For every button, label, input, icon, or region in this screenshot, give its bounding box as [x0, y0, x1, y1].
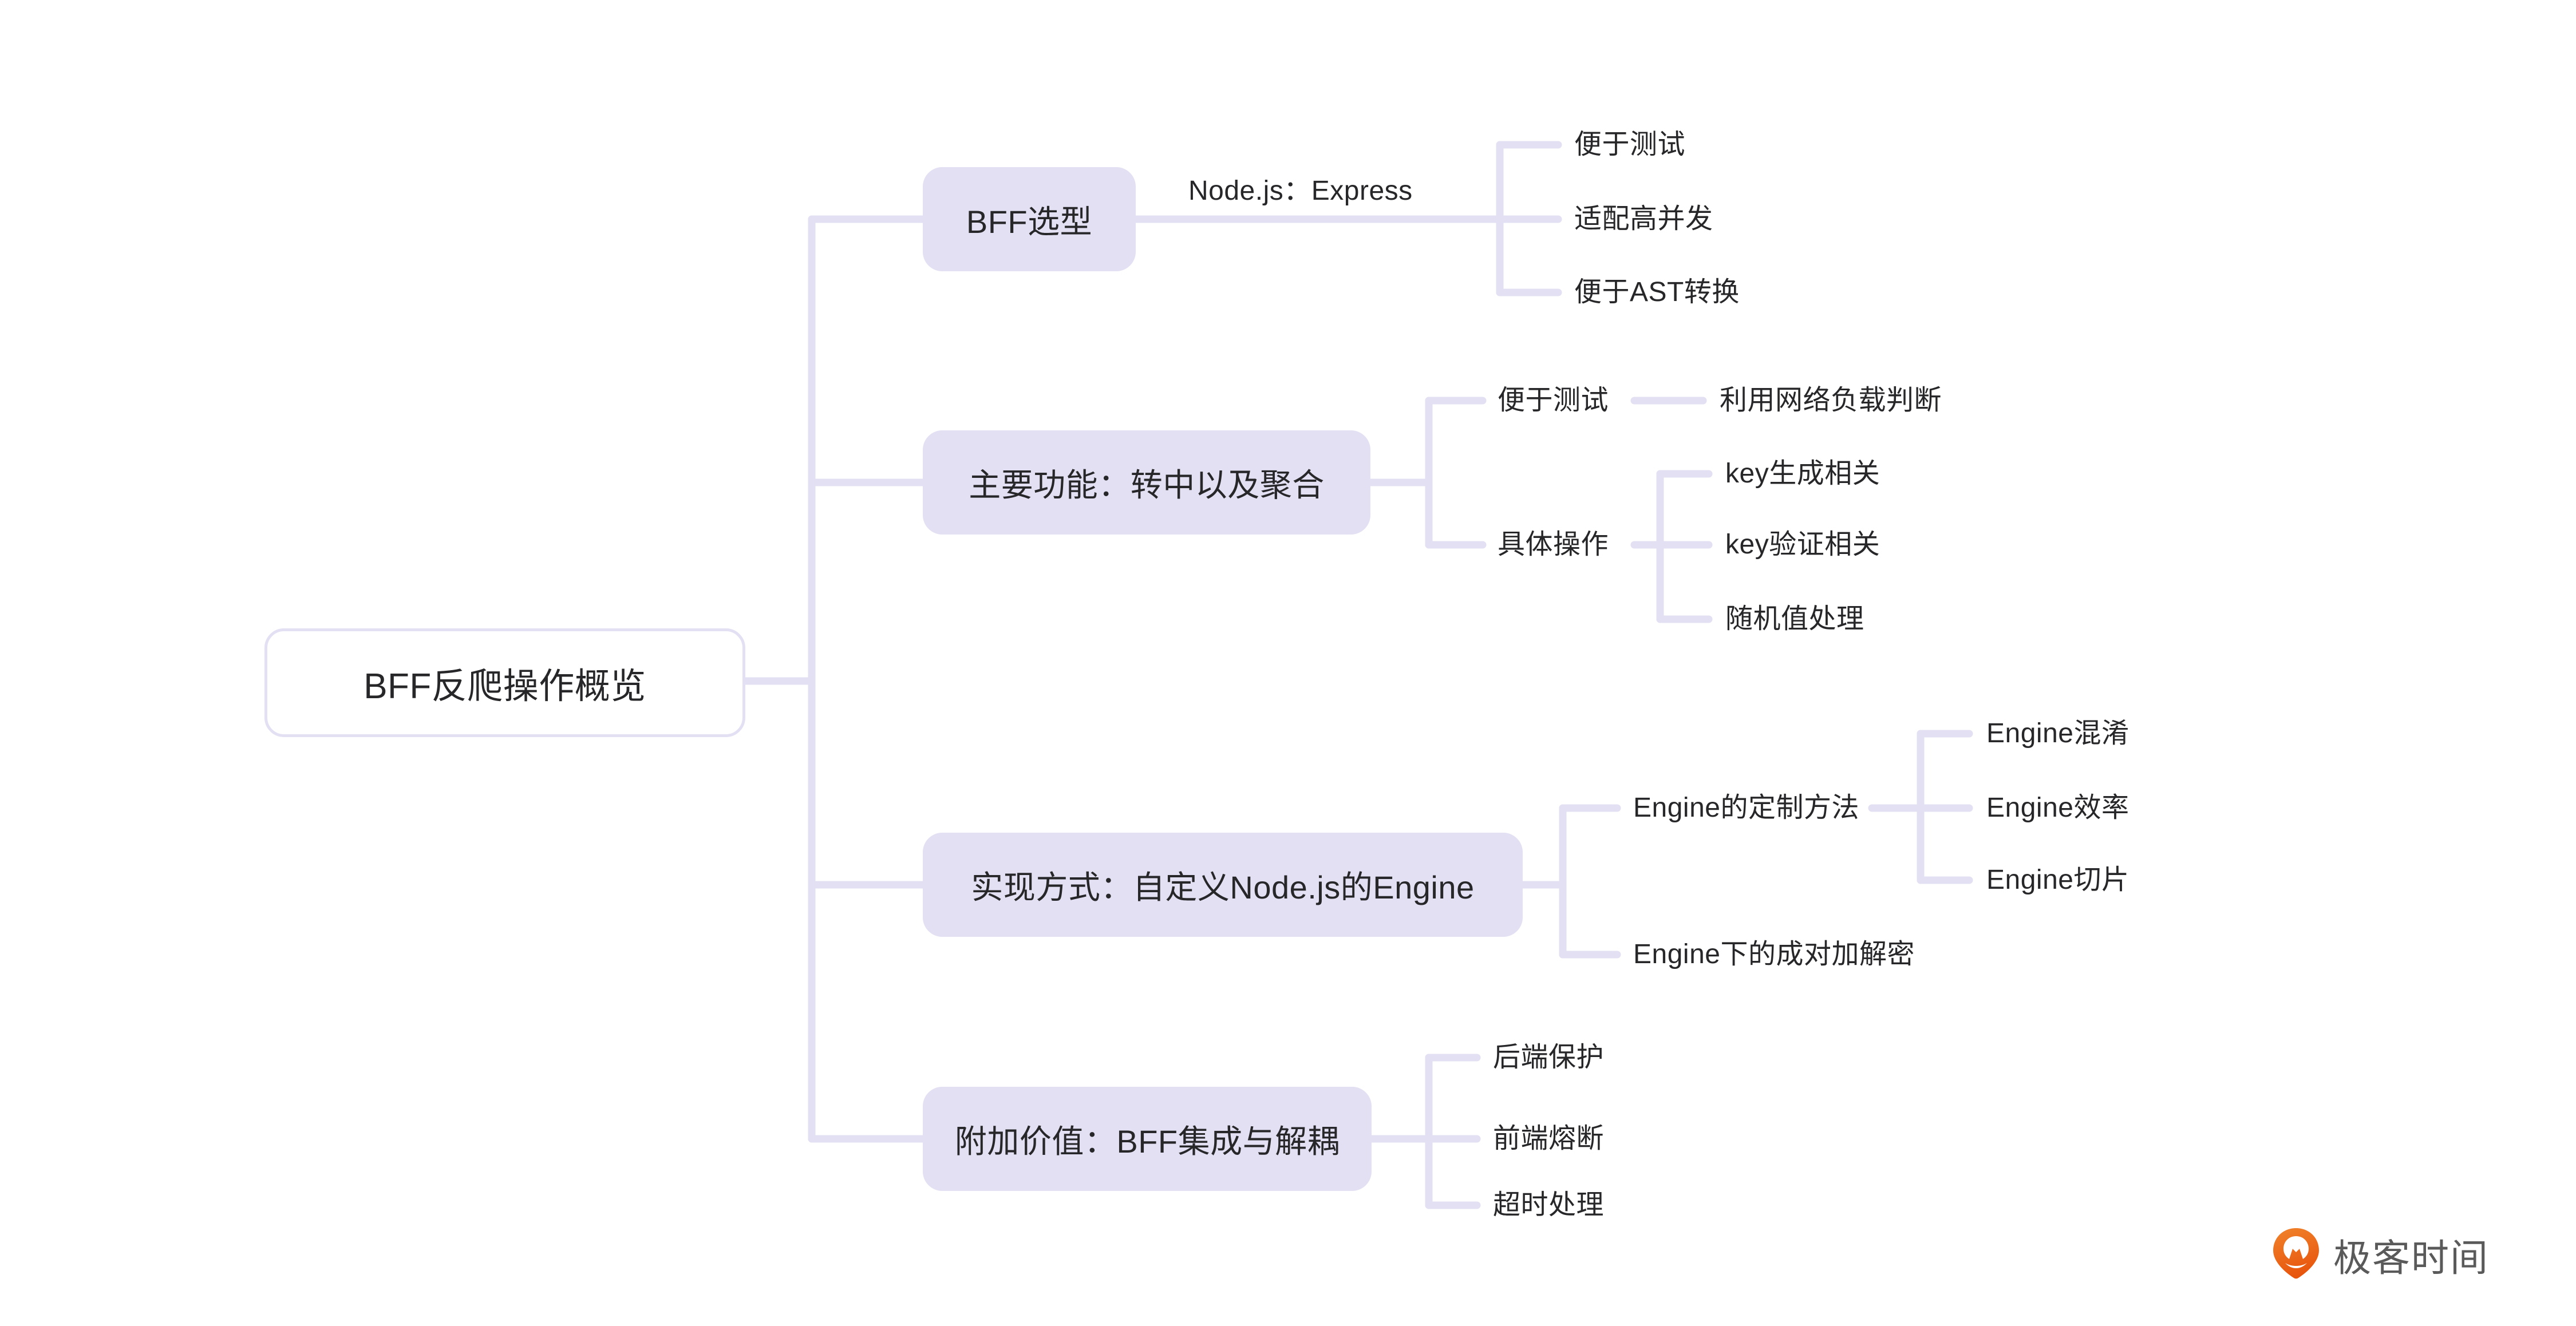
branch-node-extra-value[interactable]: 附加价值：BFF集成与解耦: [923, 1087, 1372, 1191]
leaf-main-function-0[interactable]: 便于测试: [1498, 385, 1609, 415]
leaf-main-function-1-child-0[interactable]: key生成相关: [1725, 458, 1880, 489]
branch-node-bff-selection[interactable]: BFF选型: [923, 167, 1136, 271]
leaf-implementation-0[interactable]: Engine的定制方法: [1633, 793, 1859, 823]
branch-node-label: 附加价值：BFF集成与解耦: [954, 1123, 1340, 1159]
root-node-label: BFF反爬操作概览: [364, 667, 646, 706]
leaf-extra-value-1[interactable]: 前端熔断: [1493, 1123, 1605, 1154]
leaf-implementation-0-child-1[interactable]: Engine效率: [1986, 793, 2129, 823]
leaf-main-function-1[interactable]: 具体操作: [1498, 529, 1609, 560]
branch-node-label: BFF选型: [966, 203, 1093, 240]
branch-node-label: 实现方式：自定义Node.js的Engine: [971, 869, 1475, 905]
leaf-bff-selection-0[interactable]: 便于测试: [1574, 129, 1686, 160]
leaf-main-function-0-child-0[interactable]: 利用网络负载判断: [1720, 385, 1942, 415]
leaf-bff-selection-1[interactable]: 适配高并发: [1574, 204, 1713, 234]
leaf-implementation-1[interactable]: Engine下的成对加解密: [1633, 939, 1915, 969]
branch-node-main-function[interactable]: 主要功能：转中以及聚合: [923, 430, 1370, 535]
leaf-main-function-1-child-1[interactable]: key验证相关: [1725, 529, 1880, 560]
leaf-extra-value-2[interactable]: 超时处理: [1493, 1190, 1605, 1220]
leaf-bff-selection-2[interactable]: 便于AST转换: [1574, 277, 1740, 307]
leaf-implementation-0-child-0[interactable]: Engine混淆: [1986, 718, 2129, 749]
leaf-extra-value-0[interactable]: 后端保护: [1493, 1042, 1605, 1072]
leaf-implementation-0-child-2[interactable]: Engine切片: [1986, 865, 2129, 895]
root-node[interactable]: BFF反爬操作概览: [264, 628, 745, 737]
branch-node-implementation[interactable]: 实现方式：自定义Node.js的Engine: [923, 833, 1523, 937]
edge-label-node-express: Node.js：Express: [1188, 176, 1413, 206]
branch-node-label: 主要功能：转中以及聚合: [969, 466, 1325, 503]
geektime-pin-icon: [2271, 1227, 2321, 1283]
leaf-main-function-1-child-2[interactable]: 随机值处理: [1725, 604, 1864, 634]
watermark-brand: 极客时间: [2333, 1236, 2489, 1279]
watermark: 极客时间: [2271, 1227, 2489, 1283]
